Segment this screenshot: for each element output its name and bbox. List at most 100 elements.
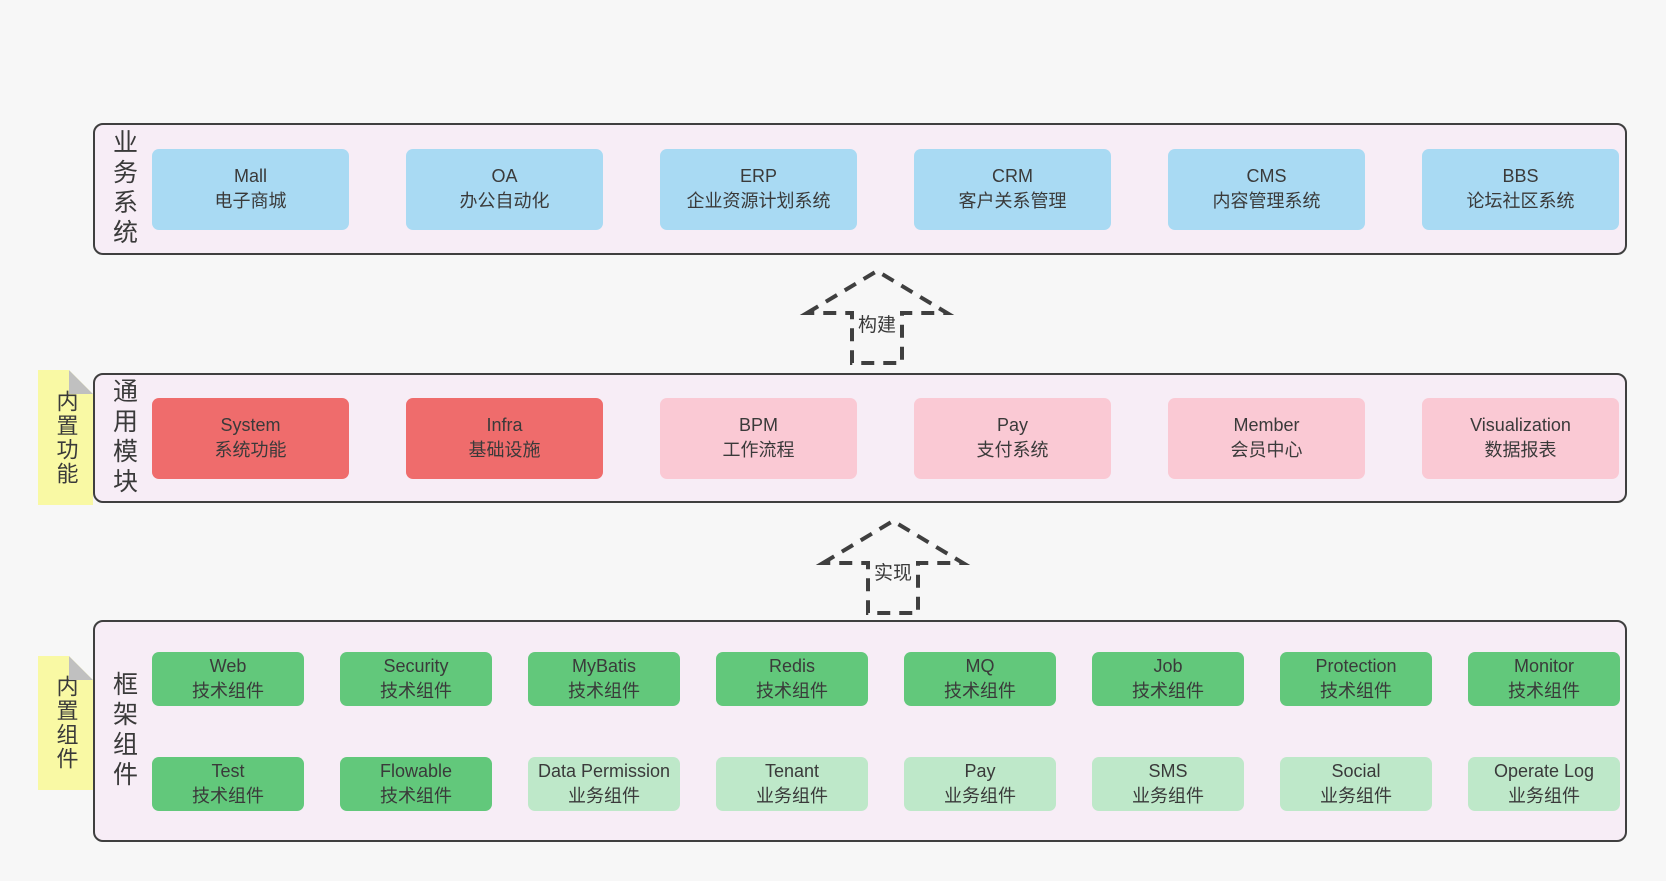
box-subtitle: 技术组件 (1132, 680, 1204, 701)
box-flowable: Flowable 技术组件 (340, 756, 492, 811)
box-subtitle: 技术组件 (568, 680, 640, 701)
layer-framework-components-label: 框架组件 (109, 671, 138, 791)
box-subtitle: 数据报表 (1484, 440, 1557, 460)
layer-common-modules-label: 通用模块 (109, 378, 138, 498)
box-member: Member 会员中心 (1168, 397, 1365, 479)
box-subtitle: 办公自动化 (459, 191, 550, 211)
box-test: Test 技术组件 (152, 756, 304, 811)
box-subtitle: 论坛社区系统 (1466, 191, 1575, 211)
box-data-permission: Data Permission 业务组件 (528, 756, 680, 811)
box-title: Security (383, 655, 449, 676)
box-title: CRM (992, 166, 1033, 186)
box-subtitle: 技术组件 (1508, 680, 1580, 701)
box-title: Pay (964, 760, 996, 781)
box-pay-component: Pay 业务组件 (904, 756, 1056, 811)
box-subtitle: 工作流程 (722, 440, 795, 460)
layer-framework-components-content: Web 技术组件 Security 技术组件 MyBatis 技术组件 Redi… (152, 622, 1625, 840)
box-security: Security 技术组件 (340, 651, 492, 706)
box-subtitle: 内容管理系统 (1212, 191, 1321, 211)
box-subtitle: 基础设施 (468, 440, 541, 460)
box-cms: CMS 内容管理系统 (1168, 148, 1365, 230)
layer-common-modules-content: System 系统功能 Infra 基础设施 BPM 工作流程 Pay 支付系统… (152, 375, 1625, 501)
box-title: Member (1233, 415, 1300, 435)
box-mq: MQ 技术组件 (904, 651, 1056, 706)
box-bbs: BBS 论坛社区系统 (1422, 148, 1619, 230)
box-title: System (220, 415, 281, 435)
box-title: Social (1331, 760, 1381, 781)
arrow-implement: 实现 (815, 518, 971, 615)
box-oa: OA 办公自动化 (406, 148, 603, 230)
box-visualization: Visualization 数据报表 (1422, 397, 1619, 479)
box-title: Operate Log (1493, 760, 1595, 781)
arrow-build: 构建 (799, 268, 955, 365)
arrow-build-label: 构建 (858, 314, 896, 336)
sticky-note-builtin-components: 内置组件 (38, 656, 93, 790)
box-title: Mall (233, 166, 267, 186)
box-title: MyBatis (571, 655, 636, 676)
arrow-implement-outline (815, 518, 971, 615)
box-subtitle: 电子商城 (214, 191, 287, 211)
box-subtitle: 系统功能 (214, 440, 287, 460)
box-subtitle: 技术组件 (944, 680, 1016, 701)
box-subtitle: 业务组件 (1132, 785, 1204, 806)
box-title: Job (1153, 655, 1183, 676)
box-subtitle: 支付系统 (976, 440, 1049, 460)
box-title: Pay (996, 415, 1029, 435)
box-title: SMS (1148, 760, 1188, 781)
layer-framework-components: 框架组件 Web 技术组件 Security 技术组件 MyBatis 技术组件… (93, 620, 1627, 842)
box-title: ERP (739, 166, 777, 186)
sticky-note-builtin-features: 内置功能 (38, 370, 93, 505)
layer-business-systems-content: Mall 电子商城 OA 办公自动化 ERP 企业资源计划系统 CRM 客户关系… (152, 125, 1625, 253)
box-subtitle: 会员中心 (1230, 440, 1303, 460)
box-subtitle: 企业资源计划系统 (686, 191, 831, 211)
box-redis: Redis 技术组件 (716, 651, 868, 706)
sticky-note-builtin-components-label: 内置组件 (53, 675, 79, 771)
box-title: BBS (1502, 166, 1539, 186)
box-mall: Mall 电子商城 (152, 148, 349, 230)
box-title: Test (211, 760, 245, 781)
box-subtitle: 技术组件 (756, 680, 828, 701)
box-subtitle: 业务组件 (1320, 785, 1392, 806)
box-subtitle: 业务组件 (944, 785, 1016, 806)
box-sms: SMS 业务组件 (1092, 756, 1244, 811)
box-crm: CRM 客户关系管理 (914, 148, 1111, 230)
layer-common-modules: 通用模块 System 系统功能 Infra 基础设施 BPM 工作流程 Pay… (93, 373, 1627, 503)
sticky-note-builtin-features-label: 内置功能 (53, 389, 79, 486)
box-subtitle: 技术组件 (380, 785, 452, 806)
layer-business-systems-label: 业务系统 (109, 129, 138, 249)
box-title: Web (209, 655, 247, 676)
box-subtitle: 技术组件 (1320, 680, 1392, 701)
box-title: CMS (1246, 166, 1287, 186)
box-subtitle: 客户关系管理 (958, 191, 1067, 211)
box-title: Redis (768, 655, 816, 676)
box-title: Infra (486, 415, 523, 435)
arrow-implement-label: 实现 (874, 562, 912, 584)
box-erp: ERP 企业资源计划系统 (660, 148, 857, 230)
box-subtitle: 技术组件 (192, 680, 264, 701)
box-title: Protection (1315, 655, 1397, 676)
arrow-build-outline (799, 268, 955, 365)
box-title: MQ (965, 655, 995, 676)
box-title: Visualization (1470, 415, 1571, 435)
box-subtitle: 业务组件 (568, 785, 640, 806)
box-subtitle: 业务组件 (1508, 785, 1580, 806)
box-bpm: BPM 工作流程 (660, 397, 857, 479)
box-subtitle: 技术组件 (192, 785, 264, 806)
box-subtitle: 技术组件 (380, 680, 452, 701)
note-fold-corner-icon (69, 656, 93, 680)
box-tenant: Tenant 业务组件 (716, 756, 868, 811)
box-title: BPM (738, 415, 778, 435)
box-subtitle: 业务组件 (756, 785, 828, 806)
box-title: Data Permission (537, 760, 671, 781)
box-infra: Infra 基础设施 (406, 397, 603, 479)
box-mybatis: MyBatis 技术组件 (528, 651, 680, 706)
layer-business-systems: 业务系统 Mall 电子商城 OA 办公自动化 ERP 企业资源计划系统 CRM… (93, 123, 1627, 255)
box-pay-module: Pay 支付系统 (914, 397, 1111, 479)
box-title: Tenant (764, 760, 820, 781)
box-job: Job 技术组件 (1092, 651, 1244, 706)
box-title: OA (491, 166, 518, 186)
box-social: Social 业务组件 (1280, 756, 1432, 811)
box-protection: Protection 技术组件 (1280, 651, 1432, 706)
box-web: Web 技术组件 (152, 651, 304, 706)
box-monitor: Monitor 技术组件 (1468, 651, 1620, 706)
